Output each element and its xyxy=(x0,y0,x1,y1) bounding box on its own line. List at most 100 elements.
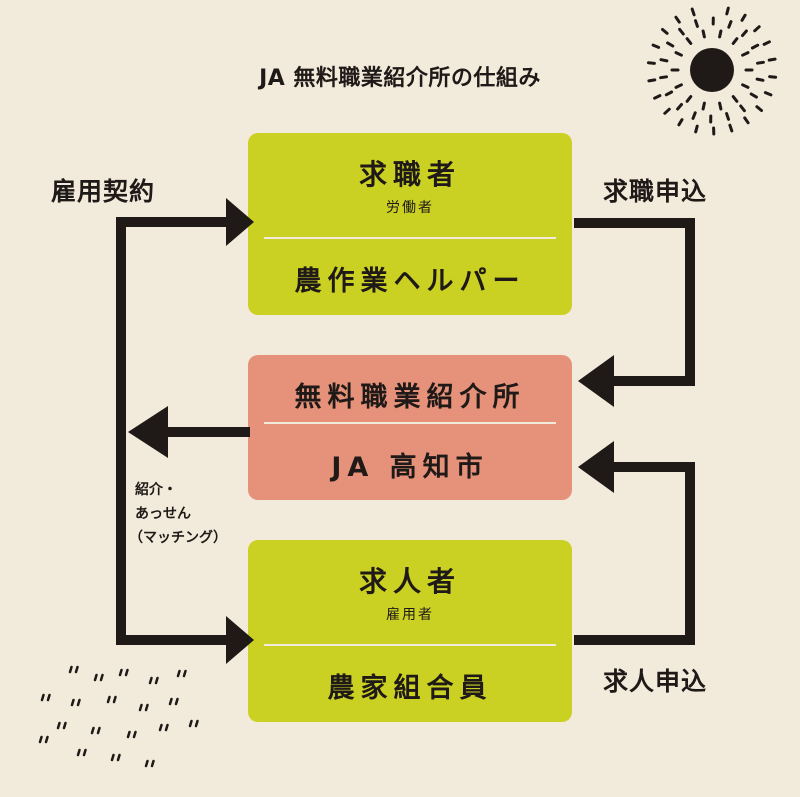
grass-mark xyxy=(158,723,163,732)
employment-contract-arrowhead-top xyxy=(226,198,254,246)
sun-ray xyxy=(701,101,706,111)
agency-detail: JA 高知市 xyxy=(331,452,489,483)
grass-mark xyxy=(106,695,111,704)
sun-ray xyxy=(659,58,669,63)
grass-mark xyxy=(70,698,75,707)
grass-mark xyxy=(194,719,199,728)
sun-ray xyxy=(750,43,760,50)
grass-mark xyxy=(168,697,173,706)
grass-mark xyxy=(40,693,45,702)
sun-ray xyxy=(674,83,683,89)
grass-mark xyxy=(62,721,67,730)
sun-ray xyxy=(753,25,761,33)
job-seeker-subtitle: 労働者 xyxy=(386,200,434,216)
sun-ray xyxy=(728,123,734,133)
sun-ray xyxy=(741,51,750,57)
job-offer-arrow-line xyxy=(574,462,695,645)
employer-divider xyxy=(264,644,556,646)
sun-ray xyxy=(756,60,765,65)
job-seeker-detail: 農作業ヘルパー xyxy=(294,266,526,297)
introduction-arrowhead xyxy=(128,406,168,458)
job-offer-arrowhead xyxy=(578,441,614,493)
agency-title: 無料職業紹介所 xyxy=(294,382,526,413)
agency-divider xyxy=(264,422,556,424)
job-seeker-box: 求職者 労働者 農作業ヘルパー xyxy=(248,133,572,315)
grass-mark xyxy=(76,748,81,757)
sun-ray xyxy=(741,83,750,89)
grass-mark xyxy=(182,669,187,678)
grass-mark xyxy=(188,719,193,728)
sun-ray xyxy=(664,90,674,97)
sun-ray xyxy=(762,40,771,46)
grass-mark xyxy=(132,730,137,739)
grass-mark xyxy=(144,703,149,712)
introduction-label-line2: あっせん xyxy=(135,506,191,522)
sun-ray xyxy=(740,13,747,22)
sun-ray xyxy=(731,37,739,45)
introduction-label: 紹介・ あっせん （マッチング） xyxy=(129,478,227,550)
employer-detail: 農家組合員 xyxy=(327,673,493,704)
grass-mark xyxy=(116,753,121,762)
sun-ray xyxy=(690,7,696,17)
grass-mark xyxy=(99,673,104,682)
employment-contract-arrowhead-bottom xyxy=(226,616,254,664)
job-seeker-divider xyxy=(264,237,556,239)
sun-ray xyxy=(663,107,671,115)
sun-ray xyxy=(653,94,662,100)
grass-mark xyxy=(93,673,98,682)
introduction-label-line1: 紹介・ xyxy=(135,482,177,498)
sun-ray xyxy=(727,20,733,29)
sun-ray xyxy=(674,15,681,24)
grass-mark xyxy=(44,735,49,744)
grass-mark xyxy=(174,697,179,706)
sun-ray xyxy=(701,29,706,39)
employer-title: 求人者 xyxy=(358,565,461,598)
sun-ray xyxy=(666,41,675,48)
grass-mark xyxy=(74,665,79,674)
sun-ray xyxy=(694,124,699,134)
job-seeker-title: 求職者 xyxy=(358,158,461,191)
job-application-arrow-line xyxy=(574,218,695,386)
grass-mark xyxy=(150,759,155,768)
grass-mark xyxy=(118,668,123,677)
sun-ray xyxy=(676,103,683,111)
sun-ray xyxy=(694,19,699,28)
sun-ray xyxy=(763,91,773,97)
employment-contract-label: 雇用契約 xyxy=(51,177,156,206)
sun-ray xyxy=(651,43,661,49)
grass-mark xyxy=(56,721,61,730)
employer-box: 求人者 雇用者 農家組合員 xyxy=(248,540,572,722)
job-offer-label: 求人申込 xyxy=(603,667,708,696)
diagram-title: JA 無料職業紹介所の仕組み xyxy=(259,66,541,91)
sun-ray xyxy=(749,92,758,99)
grass-mark xyxy=(144,759,149,768)
agency-box: 無料職業紹介所 JA 高知市 xyxy=(248,355,572,500)
sun-ray xyxy=(691,111,697,120)
job-application-label: 求職申込 xyxy=(603,177,708,206)
grass-mark xyxy=(154,676,159,685)
sun-ray xyxy=(768,75,778,79)
sun-ray xyxy=(743,116,750,125)
sun-ray xyxy=(678,27,685,36)
sun-ray xyxy=(755,105,763,112)
sun-ray xyxy=(725,112,730,121)
grass-mark xyxy=(68,665,73,674)
sun-ray xyxy=(767,57,777,62)
grass-mark xyxy=(76,698,81,707)
grass-mark xyxy=(126,730,131,739)
grass-mark xyxy=(46,693,51,702)
job-application-arrowhead xyxy=(578,355,614,407)
sun-ray xyxy=(718,101,723,111)
introduction-label-line3: （マッチング） xyxy=(129,530,227,546)
grass-mark xyxy=(112,695,117,704)
sun-ray xyxy=(677,118,684,127)
grass-mark xyxy=(164,723,169,732)
grass-mark xyxy=(90,726,95,735)
grass-mark xyxy=(110,753,115,762)
sun-ray xyxy=(647,78,657,83)
employment-contract-arrow-line xyxy=(116,217,232,645)
sun-ray xyxy=(659,75,668,80)
grass-mark xyxy=(124,668,129,677)
